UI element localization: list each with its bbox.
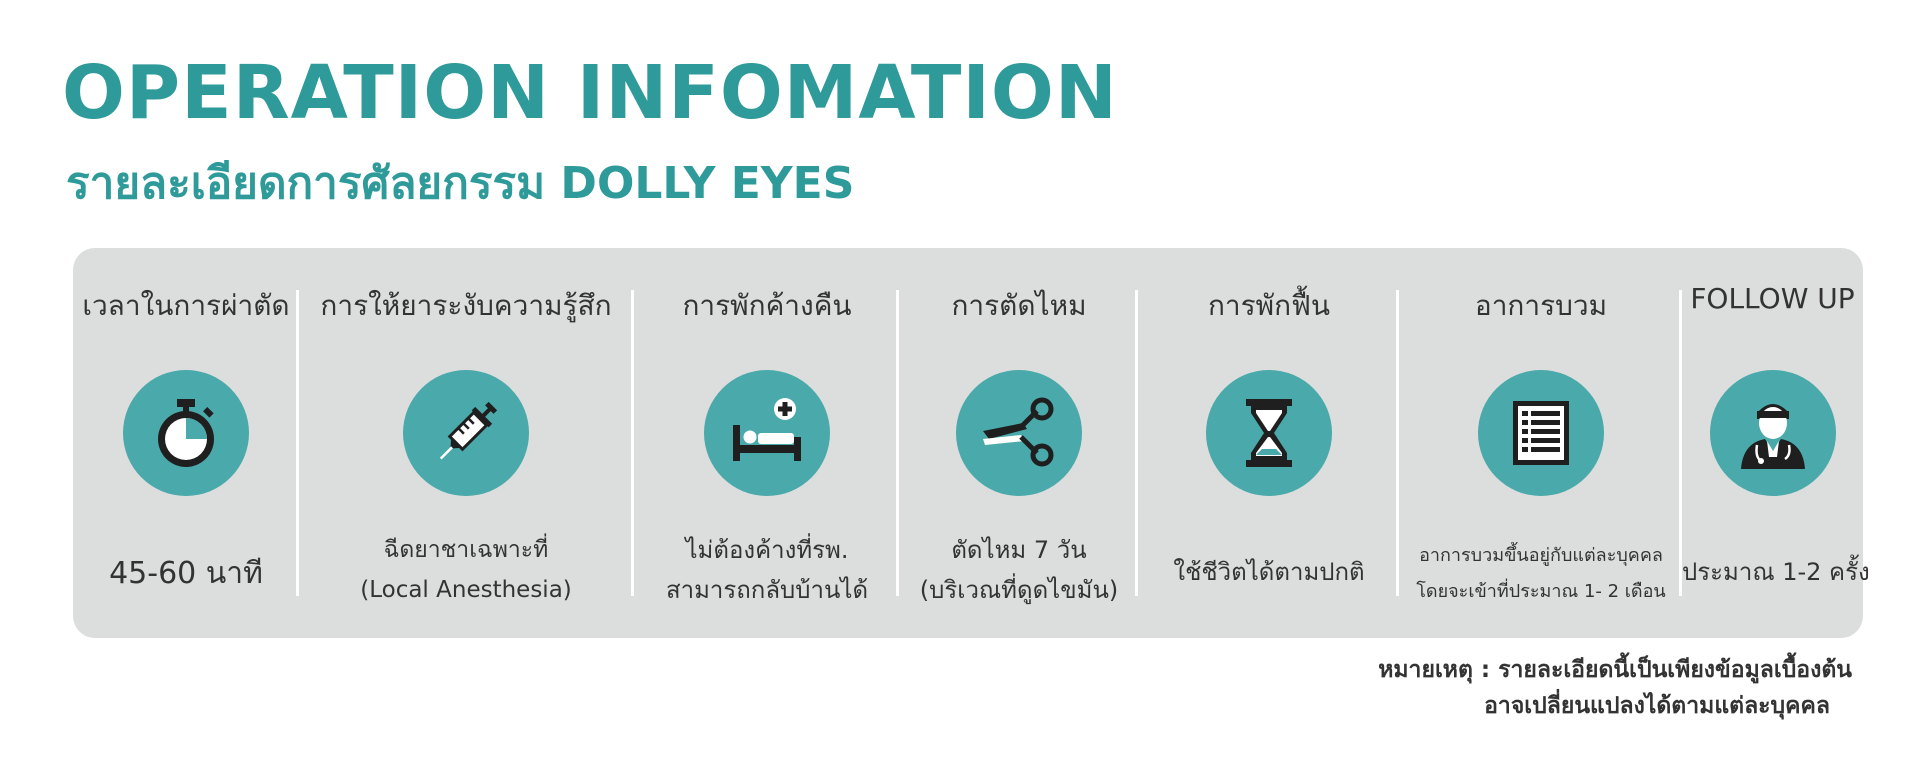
hospital-bed-icon bbox=[704, 370, 830, 496]
detail-line: ไม่ต้องค้างที่รพ. bbox=[685, 536, 849, 564]
checklist-icon bbox=[1478, 370, 1604, 496]
info-panel: เวลาในการผ่าตัด 45-60 นาที การให้ยาระงับ… bbox=[73, 248, 1870, 638]
detail-line: ตัดไหม 7 วัน bbox=[951, 536, 1087, 564]
column-detail: ตัดไหม 7 วัน (บริเวณที่ดูดไขมัน) bbox=[899, 530, 1139, 610]
column-title: เวลาในการผ่าตัด bbox=[82, 289, 290, 322]
hourglass-icon bbox=[1206, 370, 1332, 496]
column-divider bbox=[1135, 290, 1138, 596]
info-column-swelling: อาการบวม อาการบวมขึ้นอยู่กับแต่ละบุคคล โ… bbox=[1399, 248, 1683, 638]
doctor-icon bbox=[1709, 370, 1836, 496]
detail-line: ฉีดยาชาเฉพาะที่ bbox=[383, 537, 549, 563]
detail-line: (บริเวณที่ดูดไขมัน) bbox=[919, 576, 1119, 604]
column-title: การให้ยาระงับความรู้สึก bbox=[320, 289, 612, 322]
page-subtitle: รายละเอียดการศัลยกรรม DOLLY EYES bbox=[66, 158, 855, 209]
info-column-recovery: การพักฟื้น ใช้ชีวิตได้ตามปกติ bbox=[1138, 248, 1400, 638]
detail-line: ใช้ชีวิตได้ตามปกติ bbox=[1173, 558, 1365, 586]
page-title: OPERATION INFOMATION bbox=[62, 50, 1118, 136]
info-column-stitches: การตัดไหม ตัดไหม 7 วัน (บริเวณที่ดูดไขมั… bbox=[899, 248, 1139, 638]
info-column-overnight: การพักค้างคืน ไม่ต้องค้างที่รพ. สามารถกล… bbox=[634, 248, 900, 638]
detail-line: ประมาณ 1-2 ครั้ง bbox=[1682, 558, 1870, 586]
column-detail: อาการบวมขึ้นอยู่กับแต่ละบุคคล โดยจะเข้าท… bbox=[1399, 538, 1683, 610]
column-divider bbox=[1396, 290, 1399, 596]
note-line-1: หมายเหตุ : รายละเอียดนี้เป็นเพียงข้อมูลเ… bbox=[1378, 657, 1852, 683]
detail-line: (Local Anesthesia) bbox=[360, 577, 572, 603]
column-divider bbox=[631, 290, 634, 596]
column-detail: ฉีดยาชาเฉพาะที่ (Local Anesthesia) bbox=[299, 530, 633, 610]
column-divider bbox=[296, 290, 299, 596]
column-title: FOLLOW UP bbox=[1690, 282, 1855, 315]
column-title: การพักค้างคืน bbox=[682, 289, 852, 322]
detail-line: โดยจะเข้าที่ประมาณ 1- 2 เดือน bbox=[1416, 581, 1666, 602]
stopwatch-icon bbox=[123, 370, 249, 496]
info-column-follow-up: FOLLOW UP ประมาณ 1-2 ครั้ง bbox=[1682, 248, 1870, 638]
disclaimer-note: หมายเหตุ : รายละเอียดนี้เป็นเพียงข้อมูลเ… bbox=[1378, 652, 1852, 724]
column-detail: ใช้ชีวิตได้ตามปกติ bbox=[1138, 552, 1400, 591]
note-line-2: อาจเปลี่ยนแปลงได้ตามแต่ละบุคคล bbox=[1484, 693, 1830, 719]
column-detail: 45-60 นาที bbox=[73, 550, 299, 597]
column-title: อาการบวม bbox=[1474, 289, 1608, 322]
column-divider bbox=[896, 290, 899, 596]
syringe-icon bbox=[403, 370, 529, 496]
detail-line: สามารถกลับบ้านได้ bbox=[665, 576, 869, 604]
column-divider bbox=[1679, 290, 1682, 596]
column-title: การพักฟื้น bbox=[1207, 289, 1331, 322]
detail-line: 45-60 นาที bbox=[109, 556, 263, 591]
info-column-anesthesia: การให้ยาระงับความรู้สึก ฉีดยาชาเฉพาะที่ … bbox=[299, 248, 633, 638]
column-detail: ประมาณ 1-2 ครั้ง bbox=[1682, 552, 1870, 591]
column-detail: ไม่ต้องค้างที่รพ. สามารถกลับบ้านได้ bbox=[634, 530, 900, 610]
detail-line: อาการบวมขึ้นอยู่กับแต่ละบุคคล bbox=[1419, 545, 1663, 566]
scissors-icon bbox=[956, 370, 1082, 496]
column-title: การตัดไหม bbox=[951, 289, 1087, 322]
info-column-time: เวลาในการผ่าตัด 45-60 นาที bbox=[73, 248, 299, 638]
